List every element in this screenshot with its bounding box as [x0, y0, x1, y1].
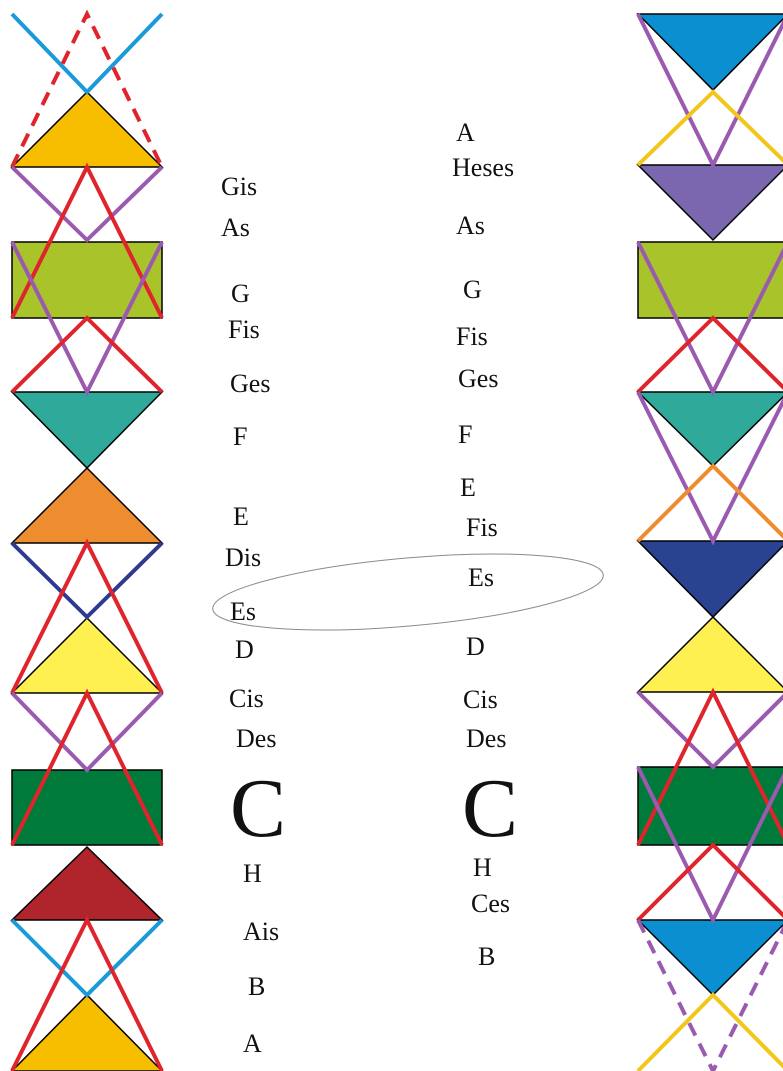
left-label-a: A — [243, 1029, 262, 1058]
right-label-h: H — [473, 853, 492, 882]
left-cyan-v-top — [10, 12, 164, 95]
left-symbol-column — [10, 9, 164, 1071]
left-label-as: As — [221, 213, 250, 242]
right-label-ges: Ges — [458, 364, 498, 393]
right-label-fis: Fis — [456, 322, 488, 351]
right-label-cis: Cis — [463, 685, 498, 714]
right-purple-v-5 — [636, 766, 783, 925]
left-orange-triangle — [10, 466, 164, 544]
left-label-gis: Gis — [221, 172, 257, 201]
right-purple-v-3 — [636, 391, 783, 546]
left-red-chevron-2 — [10, 315, 164, 394]
left-purple-v-3 — [10, 691, 164, 773]
left-label-c: C — [230, 762, 286, 855]
right-label-ces: Ces — [471, 889, 510, 918]
right-label-f: F — [458, 420, 472, 449]
right-label-a: A — [456, 118, 475, 147]
left-label-f: F — [233, 422, 247, 451]
left-red-chevron-3 — [10, 538, 164, 694]
left-teal-triangle — [10, 391, 164, 470]
right-navy-triangle — [636, 540, 783, 619]
left-dark-red-triangle — [10, 845, 164, 921]
right-label-e: E — [460, 473, 476, 502]
right-label-b: B — [478, 942, 495, 971]
right-yellow-triangle — [636, 615, 783, 693]
left-yellow-triangle — [10, 616, 164, 694]
right-blue-triangle-bottom — [636, 919, 783, 997]
left-label-d: D — [235, 635, 254, 664]
right-label-d: D — [466, 632, 485, 661]
right-label-heses: Heses — [452, 153, 514, 182]
left-navy-v — [10, 541, 164, 620]
left-label-es: Es — [230, 597, 256, 626]
right-label-des: Des — [466, 724, 506, 753]
left-red-chevron-4 — [10, 688, 164, 846]
right-label-g: G — [463, 275, 482, 304]
right-purple-v-1 — [636, 13, 783, 170]
left-red-chevron-1 — [10, 162, 164, 319]
left-label-fis: Fis — [228, 315, 260, 344]
right-olive-rectangle — [637, 241, 783, 319]
left-label-b: B — [248, 972, 265, 1001]
left-label-cis: Cis — [229, 684, 264, 713]
left-label-h: H — [243, 859, 262, 888]
right-teal-triangle — [636, 391, 783, 468]
left-label-ges: Ges — [230, 369, 270, 398]
left-red-chevron-5 — [10, 915, 164, 1071]
right-blue-triangle-top — [636, 13, 783, 92]
right-red-chevron-1 — [636, 315, 783, 394]
left-purple-v-1 — [10, 165, 164, 243]
left-dark-green-rectangle — [11, 769, 163, 846]
left-red-dashed-chevron — [10, 9, 164, 168]
right-purple-triangle — [636, 164, 783, 242]
right-label-fis-2: Fis — [466, 513, 498, 542]
left-label-e: E — [233, 502, 249, 531]
right-orange-chevron — [636, 463, 783, 543]
right-symbol-column — [636, 13, 783, 1071]
left-purple-v-2 — [10, 241, 164, 397]
right-label-es: Es — [468, 563, 494, 592]
left-label-dis: Dis — [225, 543, 261, 572]
right-yellow-chevron — [636, 89, 783, 167]
highlight-ellipse — [212, 553, 604, 631]
left-label-ais: Ais — [243, 917, 279, 946]
left-cyan-v-bottom — [10, 918, 164, 998]
right-purple-v-2 — [636, 241, 783, 397]
right-purple-dashed-v — [636, 919, 783, 1071]
right-yellow-chevron-bottom — [636, 992, 783, 1071]
right-dark-green-rectangle — [637, 766, 783, 846]
right-red-chevron-2 — [636, 687, 783, 846]
right-red-chevron-3 — [636, 842, 783, 922]
right-label-c: C — [462, 762, 518, 855]
left-label-des: Des — [236, 724, 276, 753]
left-amber-triangle-top — [10, 90, 164, 168]
right-label-as: As — [456, 211, 485, 240]
right-purple-v-4 — [636, 690, 783, 770]
left-olive-rectangle — [11, 241, 163, 319]
left-amber-triangle-bottom — [10, 993, 164, 1071]
left-label-g: G — [231, 279, 250, 308]
